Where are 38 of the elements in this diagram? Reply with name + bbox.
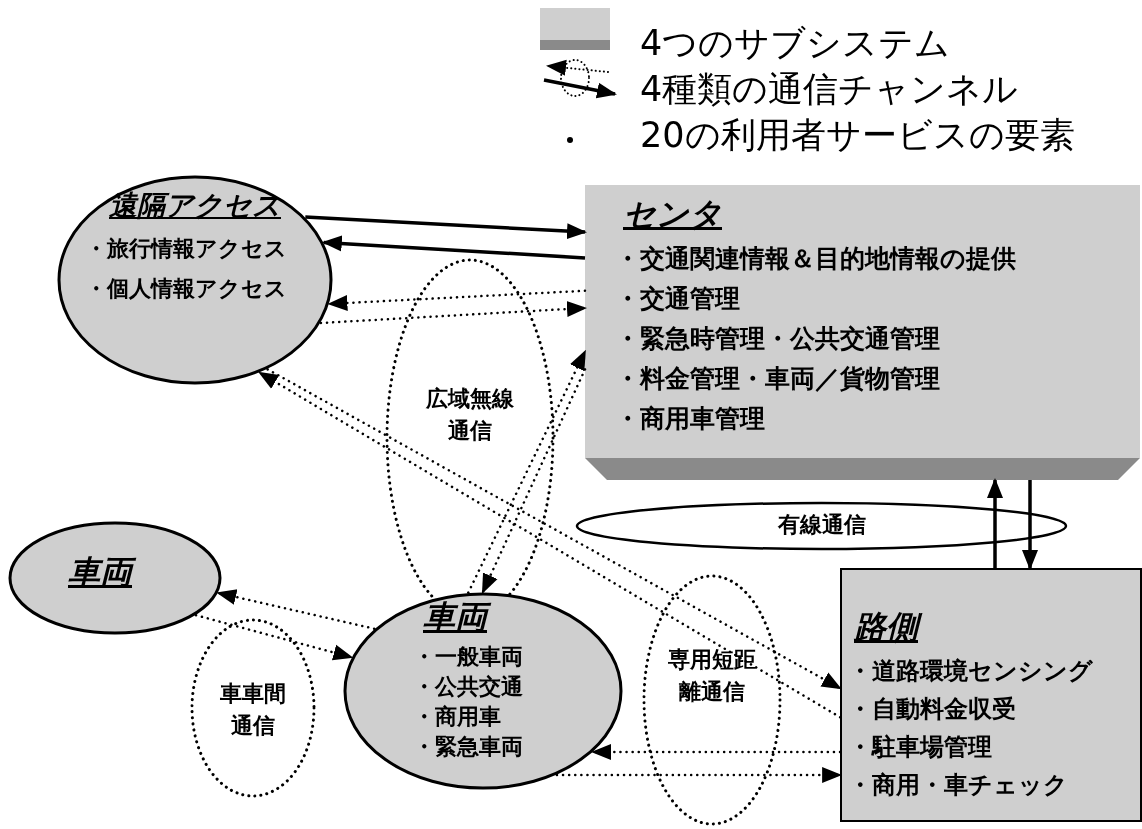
node-heading: 車両 [423, 598, 523, 637]
node-heading: 路側 [854, 608, 1093, 647]
list-item: ・商用車管理 [615, 403, 766, 436]
list-item: ・公共交通 [413, 673, 523, 702]
list-item: ・料金管理・車両／貨物管理 [615, 363, 941, 396]
node-heading: センタ [623, 195, 723, 234]
arrow [467, 349, 587, 594]
list-item: ・旅行情報アクセス [85, 234, 287, 263]
list-item: ・商用車 [413, 703, 502, 732]
channel-label: 広域無線通信 [425, 385, 515, 445]
arrow [194, 613, 354, 661]
legend-label: 4つのサブシステム [640, 26, 951, 61]
arrow [327, 289, 587, 311]
arrow [987, 478, 1003, 568]
list-item: ・緊急車両 [413, 733, 523, 762]
list-item: ・一般車両 [413, 643, 523, 672]
legend-label: 4種類の通信チャンネル [640, 72, 1019, 107]
arrow [481, 368, 587, 594]
arrow [305, 215, 587, 240]
arrow [319, 301, 587, 325]
legend-label: 20の利用者サービスの要素 [640, 118, 1075, 153]
list-item: ・道路環境センシング [848, 656, 1093, 688]
list-item: ・交通管理 [615, 283, 741, 316]
list-item: ・交通関連情報＆目的地情報の提供 [615, 243, 1016, 276]
arrow [216, 589, 376, 630]
list-item: ・商用・車チェック [848, 770, 1069, 802]
arrow [591, 744, 842, 760]
node-heading: 遠隔アクセス [109, 189, 282, 223]
list-item: ・緊急時管理・公共交通管理 [615, 323, 941, 356]
arrow [1022, 480, 1038, 570]
list-item: ・個人情報アクセス [85, 274, 287, 303]
arrow [555, 767, 843, 783]
list-item: ・自動料金収受 [848, 694, 1017, 726]
channel-label: 有線通信 [776, 511, 867, 539]
arrow [321, 235, 586, 260]
list-item: ・駐車場管理 [848, 732, 993, 764]
channel-label: 車車間通信 [219, 680, 287, 740]
channel-label: 専用短距離通信 [667, 646, 757, 706]
